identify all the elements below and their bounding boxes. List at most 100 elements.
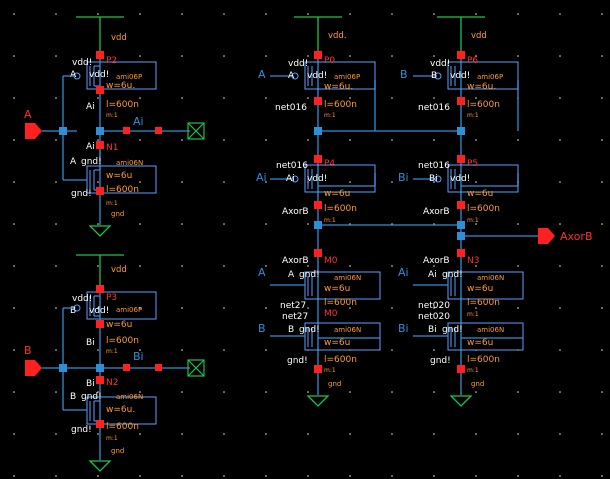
grid-dot <box>307 391 309 393</box>
m-n3a: m:1 <box>467 311 479 318</box>
grid-dot <box>181 55 183 57</box>
grid-dot <box>433 139 435 141</box>
grid-dot <box>181 475 183 477</box>
grid-dot <box>349 55 351 57</box>
grid-dot <box>391 139 393 141</box>
input-pin-a-icon[interactable] <box>25 123 42 139</box>
grid-dot <box>307 97 309 99</box>
w-p6: w=6u. <box>467 82 496 92</box>
grid-dot <box>559 13 561 15</box>
grid-dot <box>13 475 15 477</box>
input-pin-b-icon[interactable] <box>25 360 42 376</box>
grid-dot <box>349 181 351 183</box>
grid-dot <box>13 97 15 99</box>
pin-p6-drain <box>457 97 465 105</box>
body-vdd-p4: vdd! <box>307 174 327 184</box>
grid-dot <box>265 223 267 225</box>
net-b-p6: B <box>400 68 408 81</box>
probe-bi-icon[interactable] <box>187 359 205 377</box>
pin-m0-drain <box>314 249 322 257</box>
grid-dot <box>55 349 57 351</box>
grid-dot <box>55 433 57 435</box>
gate-ai-p4: Ai <box>286 174 295 184</box>
grid-dot <box>601 97 603 99</box>
pmos-p4-symbol[interactable] <box>291 164 376 193</box>
grid-dot <box>559 223 561 225</box>
grid-dot <box>559 265 561 267</box>
grid-dot <box>265 391 267 393</box>
grid-dot <box>139 349 141 351</box>
grid-dot <box>265 97 267 99</box>
grid-dot <box>391 13 393 15</box>
source-net016-p4: net016 <box>276 161 308 171</box>
grid-dot <box>13 13 15 15</box>
grid-dot <box>433 97 435 99</box>
xor-core[interactable]: vdd. vdd A P <box>256 16 593 407</box>
pin-m0-source <box>314 365 322 373</box>
grid-dot <box>475 55 477 57</box>
gnd-symbol-n3 <box>449 395 473 407</box>
grid-dot <box>181 349 183 351</box>
m-m0: m:1 <box>324 367 336 374</box>
pin-p4-drain <box>314 201 322 209</box>
grid-dot <box>307 307 309 309</box>
net27-m0a: net27 <box>280 301 306 311</box>
gnd-label: gnd <box>111 210 124 218</box>
grid-dot <box>139 223 141 225</box>
gate-b-p3: B <box>70 306 76 316</box>
grid-dot <box>559 349 561 351</box>
instance-n2: N2 <box>106 378 118 388</box>
grid-dot <box>223 307 225 309</box>
junction-axorb-out <box>457 232 465 240</box>
grid-dot <box>97 97 99 99</box>
gate-b-m0: B <box>288 325 294 335</box>
grid-dot <box>349 13 351 15</box>
instance-m0: M0 <box>324 256 338 266</box>
grid-dot <box>13 349 15 351</box>
grid-dot <box>97 139 99 141</box>
gate-bi-p5: Bi <box>429 174 438 184</box>
grid-dot <box>391 97 393 99</box>
grid-dot <box>391 265 393 267</box>
grid-dot <box>349 433 351 435</box>
grid-dot <box>349 391 351 393</box>
pin-n3-drain <box>457 249 465 257</box>
l-p2: l=600n <box>106 100 139 110</box>
grid-dot <box>433 307 435 309</box>
gnd-bang-n3: gnd! <box>430 356 451 366</box>
w-m0b: w=6u <box>324 338 350 348</box>
grid-dot <box>475 391 477 393</box>
grid-dot <box>559 55 561 57</box>
inverter-a[interactable]: vdd P2 ami06P w=6u. l=600n m:1 vdd! A vd… <box>24 16 205 237</box>
grid-dot <box>307 13 309 15</box>
probe-ai-icon[interactable] <box>187 122 205 140</box>
inverter-b[interactable]: vdd P3 ami06P w=6u l=600n m:1 vdd! B vdd… <box>24 254 205 472</box>
w-n3b: w=6u <box>467 338 493 348</box>
instance-p5: P5 <box>467 159 478 169</box>
gnd-label-b: gnd <box>111 447 124 455</box>
grid-dot <box>223 433 225 435</box>
m-p3: m:1 <box>106 348 118 355</box>
grid-dot <box>223 55 225 57</box>
l-p6: l=600n <box>467 100 500 110</box>
grid-dot <box>97 13 99 15</box>
output-pin-axorb-icon[interactable] <box>538 228 555 244</box>
model-n3b: ami06N <box>477 326 504 334</box>
pmos-p0-symbol[interactable] <box>291 61 376 90</box>
grid-dot <box>265 13 267 15</box>
grid-dot <box>181 223 183 225</box>
grid-dot <box>517 391 519 393</box>
pin-p3-source <box>96 285 104 293</box>
grid-dot <box>349 265 351 267</box>
pin-ai-wire2 <box>155 127 162 134</box>
drain-bi-n2: Bi <box>86 379 95 389</box>
grid-dot <box>559 181 561 183</box>
body-vdd-p0: vdd! <box>307 71 327 81</box>
grid-dot <box>55 139 57 141</box>
w-n2: w=6u. <box>106 405 135 415</box>
body-gnd-n3b: gnd! <box>442 325 463 335</box>
l-p4: l=600n <box>324 204 357 214</box>
grid-dot <box>265 55 267 57</box>
grid-dot <box>475 433 477 435</box>
